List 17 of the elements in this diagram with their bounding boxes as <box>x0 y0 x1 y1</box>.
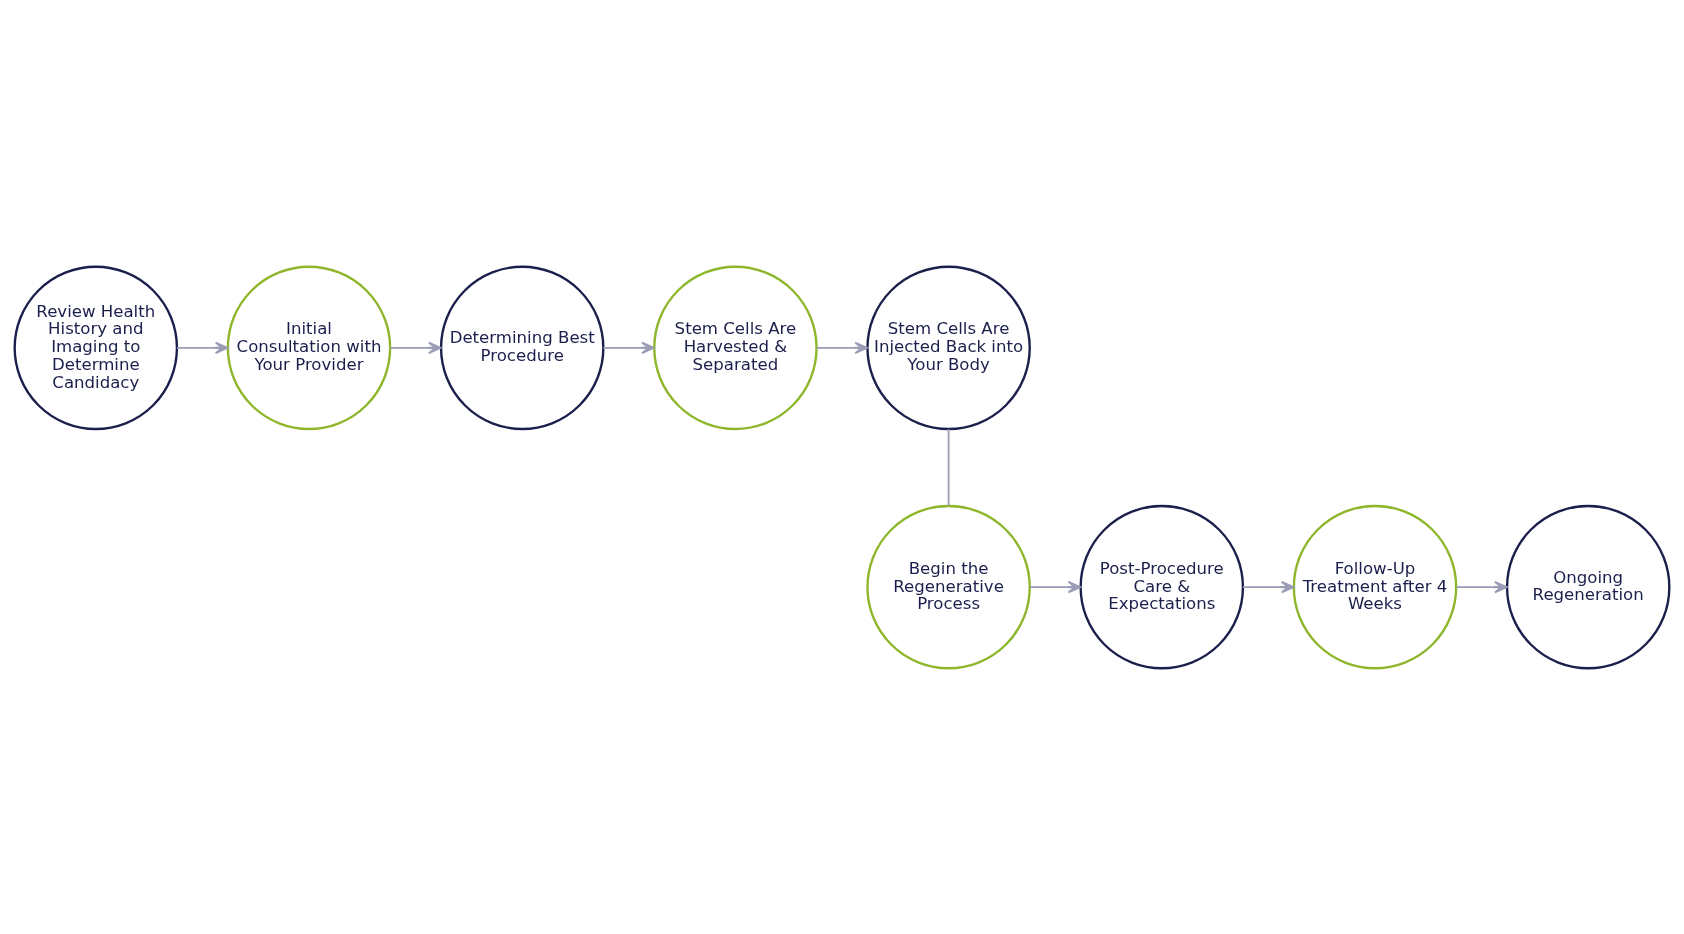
arrow <box>602 341 655 354</box>
node-circle: Follow-Up Treatment after 4 Weeks <box>1292 504 1458 669</box>
node-circle: Review Health History and Imaging to Determine Candidacy <box>13 265 179 430</box>
arrow <box>815 341 868 354</box>
arrow <box>1028 580 1082 593</box>
node-circle: Post-Procedure Care & Expectations <box>1079 504 1245 669</box>
arrow <box>176 341 229 354</box>
connector <box>947 427 950 507</box>
node-circle: Stem Cells Are Harvested & Separated <box>653 265 818 430</box>
node-circle: Ongoing Regeneration <box>1505 504 1671 669</box>
node-circle: Stem Cells Are Injected Back into Your Body <box>866 265 1031 430</box>
arrow <box>1455 580 1508 593</box>
node-circle: Begin the Regenerative Process <box>866 504 1031 669</box>
arrow <box>1242 580 1295 593</box>
arrow <box>389 341 442 354</box>
node-circle: Determining Best Procedure <box>439 265 605 430</box>
node-circle: Initial Consultation with Your Provider <box>226 265 392 430</box>
